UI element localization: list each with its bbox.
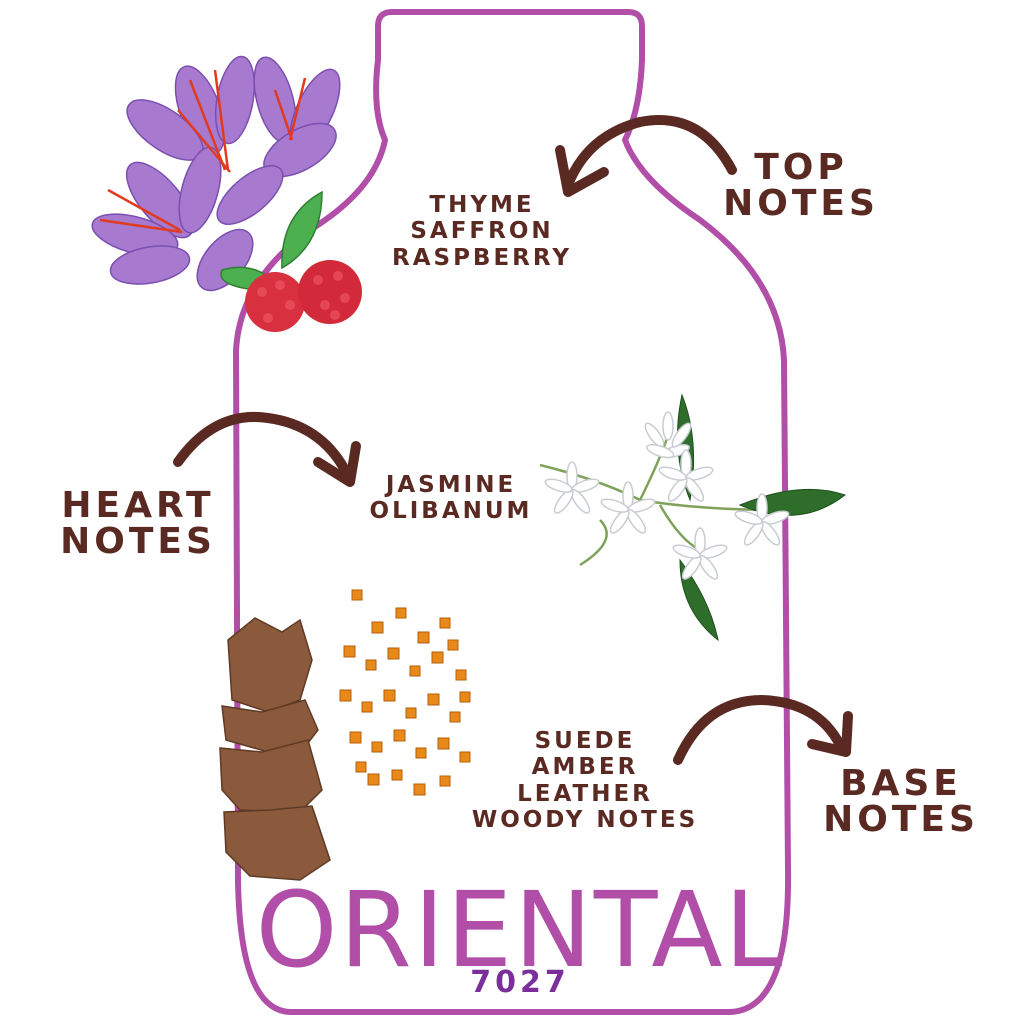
jasmine-flowers <box>544 411 790 580</box>
leaf <box>220 190 323 291</box>
top-notes-label: TOP NOTES <box>716 150 886 222</box>
base-notes-label: BASE NOTES <box>816 766 986 838</box>
note-item: THYME <box>429 192 535 218</box>
note-item: SAFFRON <box>410 218 554 245</box>
top-notes-list: THYME SAFFRON RASPBERRY <box>372 192 592 271</box>
top-notes-label-line2: NOTES <box>723 183 879 224</box>
heart-arrow-icon <box>173 412 361 487</box>
heart-notes-label-line2: NOTES <box>60 521 216 562</box>
saffron-petals <box>91 55 341 292</box>
base-notes-label-line1: BASE <box>840 763 962 804</box>
raspberry-image <box>245 260 362 332</box>
base-notes-label-line2: NOTES <box>823 799 979 840</box>
base-notes-list: SUEDE AMBER LEATHER WOODY NOTES <box>452 728 718 834</box>
note-item: SUEDE <box>534 728 636 754</box>
note-item: AMBER <box>531 754 639 781</box>
product-code: 7027 <box>470 965 570 1000</box>
leather-pieces <box>219 617 331 881</box>
note-item: LEATHER <box>517 780 653 807</box>
base-arrow-icon <box>673 694 853 765</box>
note-item: OLIBANUM <box>369 498 533 525</box>
note-item: JASMINE <box>385 472 517 498</box>
top-arrow-icon <box>555 115 737 197</box>
note-item: RASPBERRY <box>392 244 572 271</box>
saffron-stigmas <box>99 69 307 234</box>
product-title: ORIENTAL <box>255 869 785 991</box>
bottle-shape <box>233 9 792 1015</box>
top-notes-label-line1: TOP <box>754 147 848 188</box>
heart-notes-label: HEART NOTES <box>48 488 228 560</box>
heart-notes-list: JASMINE OLIBANUM <box>346 472 556 525</box>
note-item: WOODY NOTES <box>471 807 699 834</box>
amber-image <box>339 589 471 796</box>
heart-notes-label-line1: HEART <box>61 485 215 526</box>
